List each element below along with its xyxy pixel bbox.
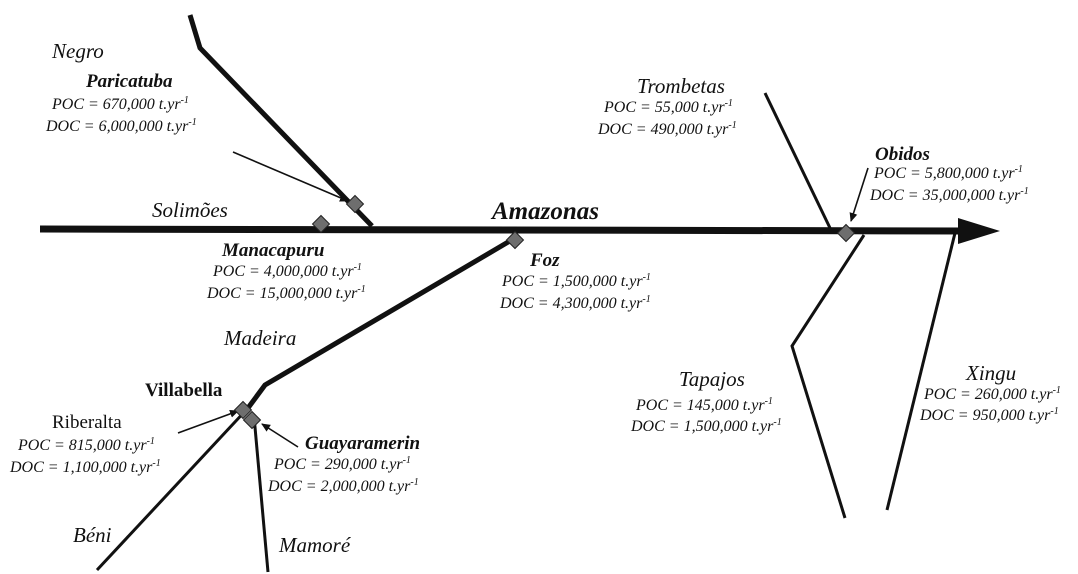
riberalta-doc-flux: DOC = 1,100,000 t.yr-1 (10, 458, 161, 476)
guayaramerin-doc-flux: DOC = 2,000,000 t.yr-1 (268, 477, 419, 495)
tapajos-doc-flux: DOC = 1,500,000 t.yr-1 (631, 417, 782, 435)
xingu-doc-flux: DOC = 950,000 t.yr-1 (920, 406, 1059, 424)
tapajos-river-label: Tapajos (679, 367, 745, 391)
beni-river-label: Béni (73, 523, 112, 547)
madeira-river-line (245, 235, 517, 410)
amazonas-river-label: Amazonas (492, 198, 599, 225)
mamore-river-label: Mamoré (279, 533, 351, 557)
paricatuba-station-marker (345, 194, 365, 214)
villabella-station-name: Villabella (145, 380, 223, 401)
manacapuru-poc-flux: POC = 4,000,000 t.yr-1 (213, 262, 362, 280)
guayaramerin-station-name: Guayaramerin (305, 433, 421, 454)
obidos-pointer-arrow (849, 167, 869, 222)
tapajos-poc-flux: POC = 145,000 t.yr-1 (636, 396, 773, 414)
obidos-station-marker (836, 223, 856, 243)
xingu-river-line (885, 232, 957, 511)
foz-doc-flux: DOC = 4,300,000 t.yr-1 (500, 294, 651, 312)
trombetas-river-line (763, 92, 832, 229)
mamore-river-line (252, 415, 270, 573)
manacapuru-station-name: Manacapuru (222, 240, 325, 261)
villabella-pointer-arrow (177, 409, 239, 434)
guayaramerin-station-marker (242, 410, 262, 430)
foz-poc-flux: POC = 1,500,000 t.yr-1 (502, 272, 651, 290)
obidos-poc-flux: POC = 5,800,000 t.yr-1 (874, 164, 1023, 182)
manacapuru-doc-flux: DOC = 15,000,000 t.yr-1 (207, 284, 366, 302)
negro-river-label: Negro (52, 39, 104, 63)
manacapuru-station-marker (311, 214, 331, 234)
obidos-station-name: Obidos (875, 144, 930, 165)
guayaramerin-poc-flux: POC = 290,000 t.yr-1 (274, 455, 411, 473)
paricatuba-pointer-arrow (232, 151, 349, 202)
amazonas-main-channel (39, 225, 966, 235)
riberalta-station-name: Riberalta (52, 412, 122, 433)
trombetas-poc-flux: POC = 55,000 t.yr-1 (604, 98, 733, 116)
tapajos-river-line (790, 234, 866, 519)
obidos-doc-flux: DOC = 35,000,000 t.yr-1 (870, 186, 1029, 204)
solimoes-river-label: Solimões (152, 198, 228, 222)
paricatuba-poc-flux: POC = 670,000 t.yr-1 (52, 95, 189, 113)
trombetas-doc-flux: DOC = 490,000 t.yr-1 (598, 120, 737, 138)
xingu-poc-flux: POC = 260,000 t.yr-1 (924, 385, 1061, 403)
amazonas-flow-arrowhead (958, 218, 1000, 244)
paricatuba-doc-flux: DOC = 6,000,000 t.yr-1 (46, 117, 197, 135)
foz-station-marker (505, 230, 525, 250)
trombetas-river-label: Trombetas (637, 74, 725, 98)
riberalta-poc-flux: POC = 815,000 t.yr-1 (18, 436, 155, 454)
foz-station-name: Foz (530, 250, 560, 271)
beni-river-line (95, 406, 250, 572)
madeira-river-label: Madeira (224, 326, 297, 350)
guayaramerin-pointer-arrow (261, 423, 299, 448)
xingu-river-label: Xingu (966, 361, 1017, 385)
villabella-station-marker (233, 400, 253, 420)
paricatuba-station-name: Paricatuba (86, 71, 173, 92)
negro-river-line (187, 14, 374, 228)
